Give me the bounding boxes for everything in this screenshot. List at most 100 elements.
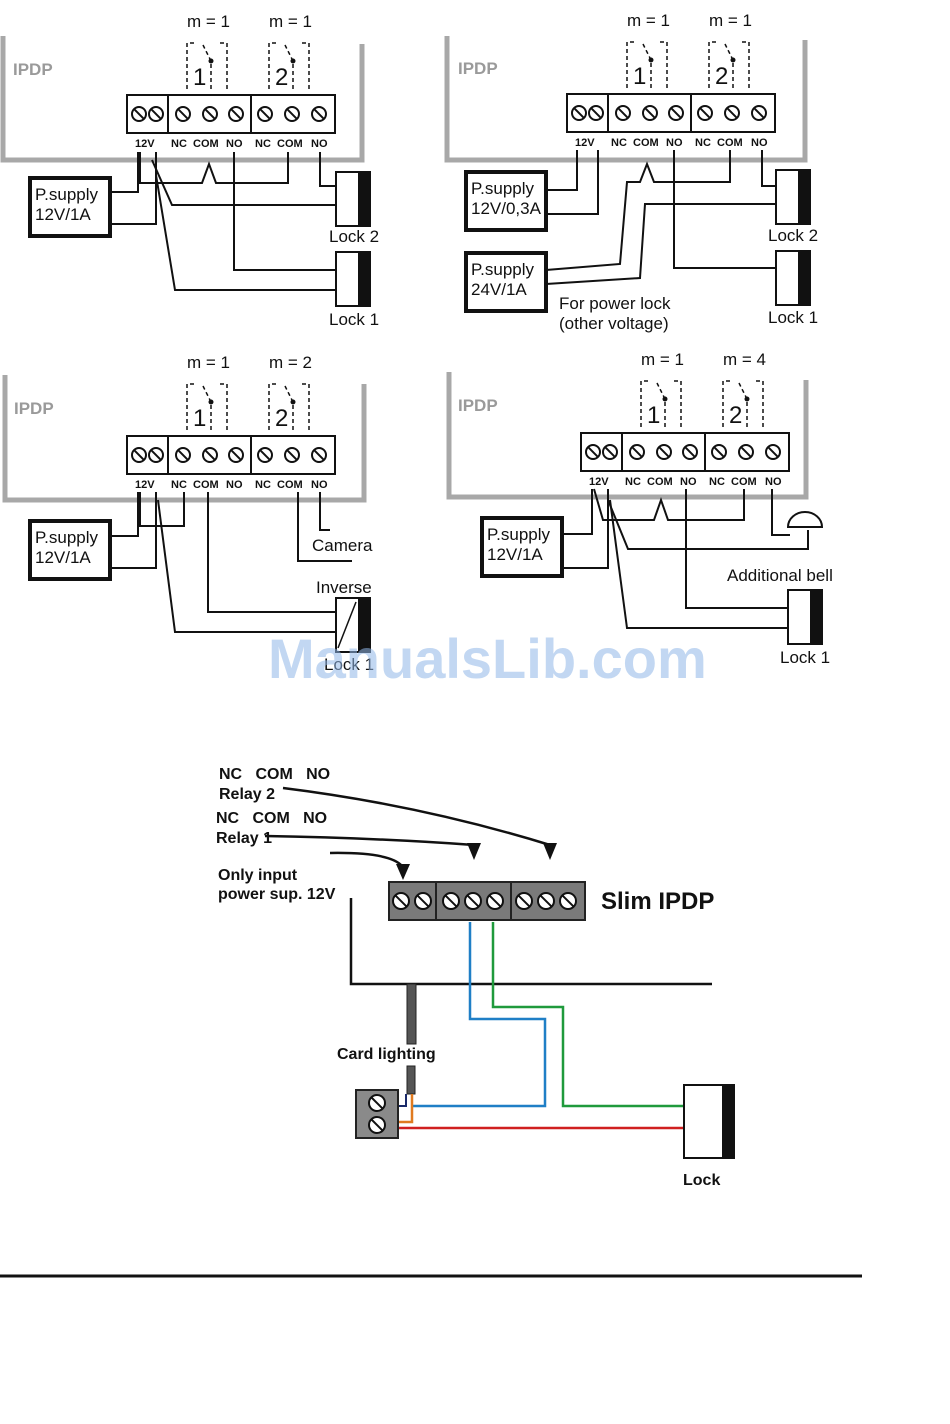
power-supply-label-line2: 12V/1A bbox=[35, 205, 91, 224]
lock-wire-a bbox=[207, 492, 336, 613]
com-link bbox=[545, 150, 731, 271]
card-lighting-label: Card lighting bbox=[337, 1046, 436, 1063]
relay1-label: Relay 1 bbox=[216, 830, 272, 847]
device-name: IPDP bbox=[14, 399, 54, 418]
lock1-wire-a bbox=[673, 150, 776, 269]
screw-12v-b bbox=[602, 444, 618, 460]
terminal-block bbox=[126, 94, 336, 134]
lock1-wire-b bbox=[155, 174, 336, 291]
screw-relay-6 bbox=[765, 444, 781, 460]
supply-wire-plus bbox=[562, 489, 593, 535]
bell-label: Additional bell bbox=[727, 566, 833, 585]
lock-1-label: Lock 1 bbox=[780, 648, 830, 667]
screw-12v-b bbox=[148, 447, 164, 463]
low-supply-minus bbox=[546, 150, 599, 215]
inverse-label: Inverse bbox=[316, 578, 372, 597]
screw-relay-5 bbox=[284, 106, 300, 122]
lock-2 bbox=[335, 171, 371, 227]
terminal-label-com: COM bbox=[633, 137, 659, 149]
device-housing bbox=[0, 36, 365, 163]
card-lighting-cable-upper bbox=[406, 983, 417, 1045]
relay1-terminal-labels: NC COM NO bbox=[216, 810, 327, 827]
relay-1: 1m = 1 bbox=[186, 353, 230, 432]
supply-wire-minus bbox=[110, 492, 157, 569]
screw-relay-4 bbox=[697, 105, 713, 121]
lock-1-label: Lock 1 bbox=[329, 310, 379, 329]
lock-wire-a bbox=[685, 489, 788, 609]
relay-1: 1m = 1 bbox=[626, 11, 670, 90]
terminal-block bbox=[566, 93, 776, 133]
input-label-line1: Only input bbox=[218, 867, 298, 884]
screw-12v-a bbox=[131, 106, 147, 122]
screw-relay-3 bbox=[668, 105, 684, 121]
power-supply-label-line2: 12V/1A bbox=[487, 545, 543, 564]
terminal-label-no: NO bbox=[226, 138, 243, 150]
screw-12v-a bbox=[131, 447, 147, 463]
pointer-arrows bbox=[264, 786, 551, 867]
lock-1-label: Lock 1 bbox=[768, 308, 818, 327]
supply-wire-plus bbox=[110, 492, 139, 537]
screw-relay-1 bbox=[615, 105, 631, 121]
device-name: IPDP bbox=[13, 60, 53, 79]
camera-wire-a bbox=[297, 492, 352, 562]
screw-relay-2 bbox=[202, 447, 218, 463]
slim-ipdp-diagram: NC COM NO Relay 2 NC COM NO Relay 1 Only… bbox=[216, 766, 735, 1189]
slim-ipdp-title: Slim IPDP bbox=[601, 888, 714, 915]
com-link bbox=[139, 152, 289, 184]
screw-relay-6 bbox=[311, 447, 327, 463]
bell-wire-b bbox=[771, 489, 790, 536]
screw-12v-b bbox=[148, 106, 164, 122]
terminal-label-nc: NC bbox=[171, 479, 187, 491]
relay2-label: Relay 2 bbox=[219, 786, 275, 803]
screw-relay-1 bbox=[175, 447, 191, 463]
slim-screw-8 bbox=[559, 892, 577, 910]
device-name: IPDP bbox=[458, 396, 498, 415]
power-supply-label-line1: P.supply bbox=[35, 528, 99, 547]
supply-wire-plus bbox=[110, 152, 139, 193]
screw-relay-2 bbox=[642, 105, 658, 121]
relay-1: 1m = 1 bbox=[640, 350, 684, 429]
lock2-wire-a bbox=[151, 159, 336, 206]
relay-1-mode: m = 1 bbox=[187, 353, 230, 372]
terminal-label-12v: 12V bbox=[589, 476, 609, 488]
relay-1: 1m = 1 bbox=[186, 12, 230, 91]
screw-relay-3 bbox=[228, 447, 244, 463]
relay2-terminal-labels: NC COM NO bbox=[219, 766, 330, 783]
note-line2: (other voltage) bbox=[559, 314, 669, 333]
lock-wire-b bbox=[609, 499, 788, 629]
relay-2-number: 2 bbox=[729, 402, 742, 429]
relay-2: 2m = 1 bbox=[708, 11, 752, 90]
screw-relay-1 bbox=[629, 444, 645, 460]
power-supply-low-label-line2: 12V/0,3A bbox=[471, 199, 542, 218]
camera-label: Camera bbox=[312, 536, 373, 555]
terminal-label-no: NO bbox=[226, 479, 243, 491]
lock-label: Lock bbox=[683, 1172, 720, 1189]
relay-2-number: 2 bbox=[275, 64, 288, 91]
lock2-wire-a bbox=[545, 203, 776, 285]
terminal-label-12v: 12V bbox=[575, 137, 595, 149]
relay-2-mode: m = 1 bbox=[709, 11, 752, 30]
power-supply-label-line2: 12V/1A bbox=[35, 548, 91, 567]
lock2-wire-b bbox=[319, 152, 336, 187]
screw-relay-4 bbox=[257, 106, 273, 122]
device-housing bbox=[444, 36, 808, 163]
terminal-label-nc: NC bbox=[255, 138, 271, 150]
lock-1 bbox=[335, 597, 371, 653]
supply-wire-minus bbox=[562, 489, 609, 569]
green-wire bbox=[491, 922, 686, 1108]
screw-12v-b bbox=[588, 105, 604, 121]
terminal-block bbox=[580, 432, 790, 472]
terminal-label-12v: 12V bbox=[135, 479, 155, 491]
lock-2-label: Lock 2 bbox=[768, 226, 818, 245]
terminal-label-no: NO bbox=[680, 476, 697, 488]
relay-1-mode: m = 1 bbox=[627, 11, 670, 30]
slim-screw-6 bbox=[515, 892, 533, 910]
device-name: IPDP bbox=[458, 59, 498, 78]
lock-1-label: Lock 1 bbox=[324, 655, 374, 674]
power-supply-low-label-line1: P.supply bbox=[471, 179, 535, 198]
